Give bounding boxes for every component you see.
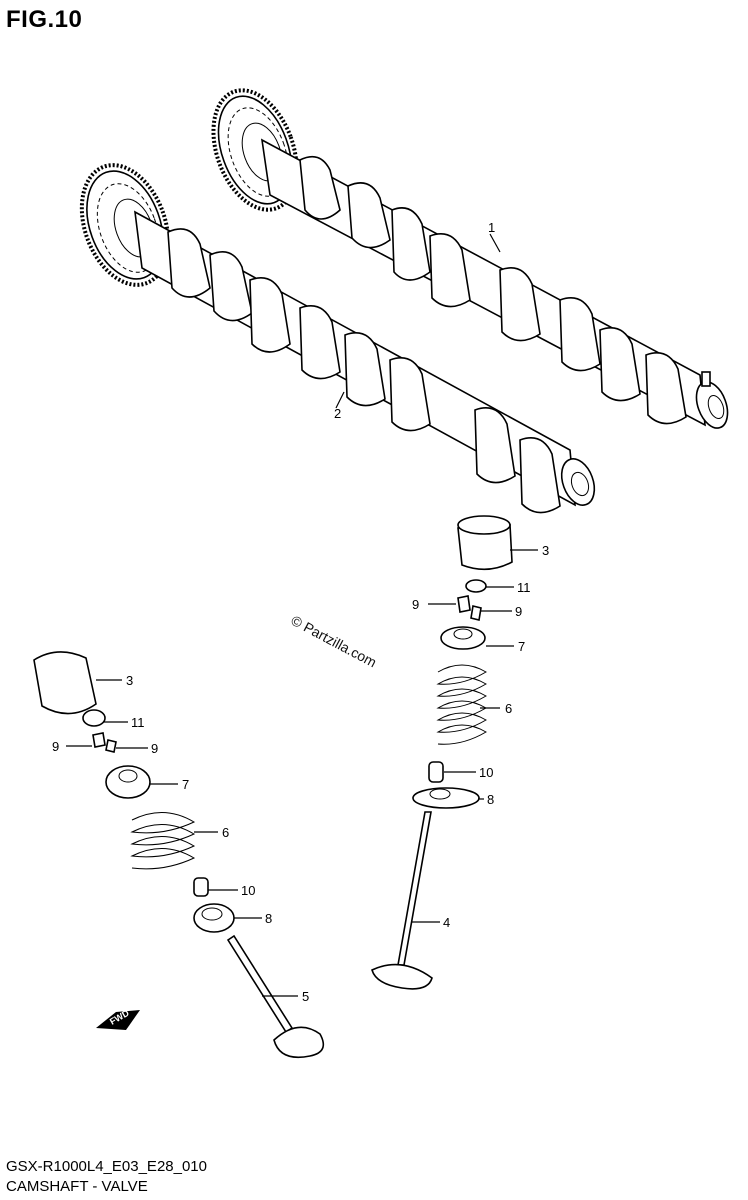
callout-1: 1 [488, 220, 495, 235]
callout-10-left: 10 [241, 883, 255, 898]
valve-spring-left[interactable] [130, 811, 196, 870]
valve-left[interactable] [226, 934, 325, 1059]
callouts: 1 2 3 11 9 9 7 6 10 8 4 3 11 9 9 7 6 10 … [52, 220, 549, 1004]
callout-3-right: 3 [542, 543, 549, 558]
callout-8-right: 8 [487, 792, 494, 807]
valve-stem-seal-right[interactable] [428, 761, 444, 783]
callout-11-left: 11 [131, 715, 145, 730]
callout-2: 2 [334, 406, 341, 421]
callout-4: 4 [443, 915, 450, 930]
callout-5: 5 [302, 989, 309, 1004]
callout-7-left: 7 [182, 777, 189, 792]
valve-stem-seal-left[interactable] [193, 877, 209, 897]
fwd-arrow-icon: FWD [96, 1008, 140, 1030]
diagram-name: CAMSHAFT - VALVE [6, 1178, 148, 1195]
tappet-right[interactable] [457, 515, 513, 571]
diagram-code: GSX-R1000L4_E03_E28_010 [6, 1158, 207, 1175]
callout-11-right: 11 [517, 580, 531, 595]
tappet-left[interactable] [33, 651, 97, 715]
callout-6-left: 6 [222, 825, 229, 840]
camshaft-1[interactable] [198, 79, 733, 433]
cotter-right[interactable] [457, 595, 482, 621]
valve-spring-right[interactable] [436, 664, 487, 745]
valve-right[interactable] [371, 811, 433, 990]
figure-title: FIG.10 [6, 6, 83, 33]
spring-seat-right[interactable] [412, 787, 480, 809]
shim-right[interactable] [465, 579, 487, 593]
callout-9-left-a: 9 [52, 739, 59, 754]
callout-6-right: 6 [505, 701, 512, 716]
callout-7-right: 7 [518, 639, 525, 654]
callout-9-right-b: 9 [515, 604, 522, 619]
callout-10-right: 10 [479, 765, 493, 780]
spring-retainer-right[interactable] [440, 626, 486, 650]
leader-lines [66, 233, 538, 997]
spring-seat-left[interactable] [193, 903, 235, 933]
spring-retainer-left[interactable] [105, 765, 151, 799]
camshaft-2[interactable] [66, 153, 600, 514]
shim-left[interactable] [82, 709, 106, 727]
cotter-left[interactable] [92, 732, 117, 753]
callout-3-left: 3 [126, 673, 133, 688]
callout-9-left-b: 9 [151, 741, 158, 756]
callout-9-right-a: 9 [412, 597, 419, 612]
callout-8-left: 8 [265, 911, 272, 926]
